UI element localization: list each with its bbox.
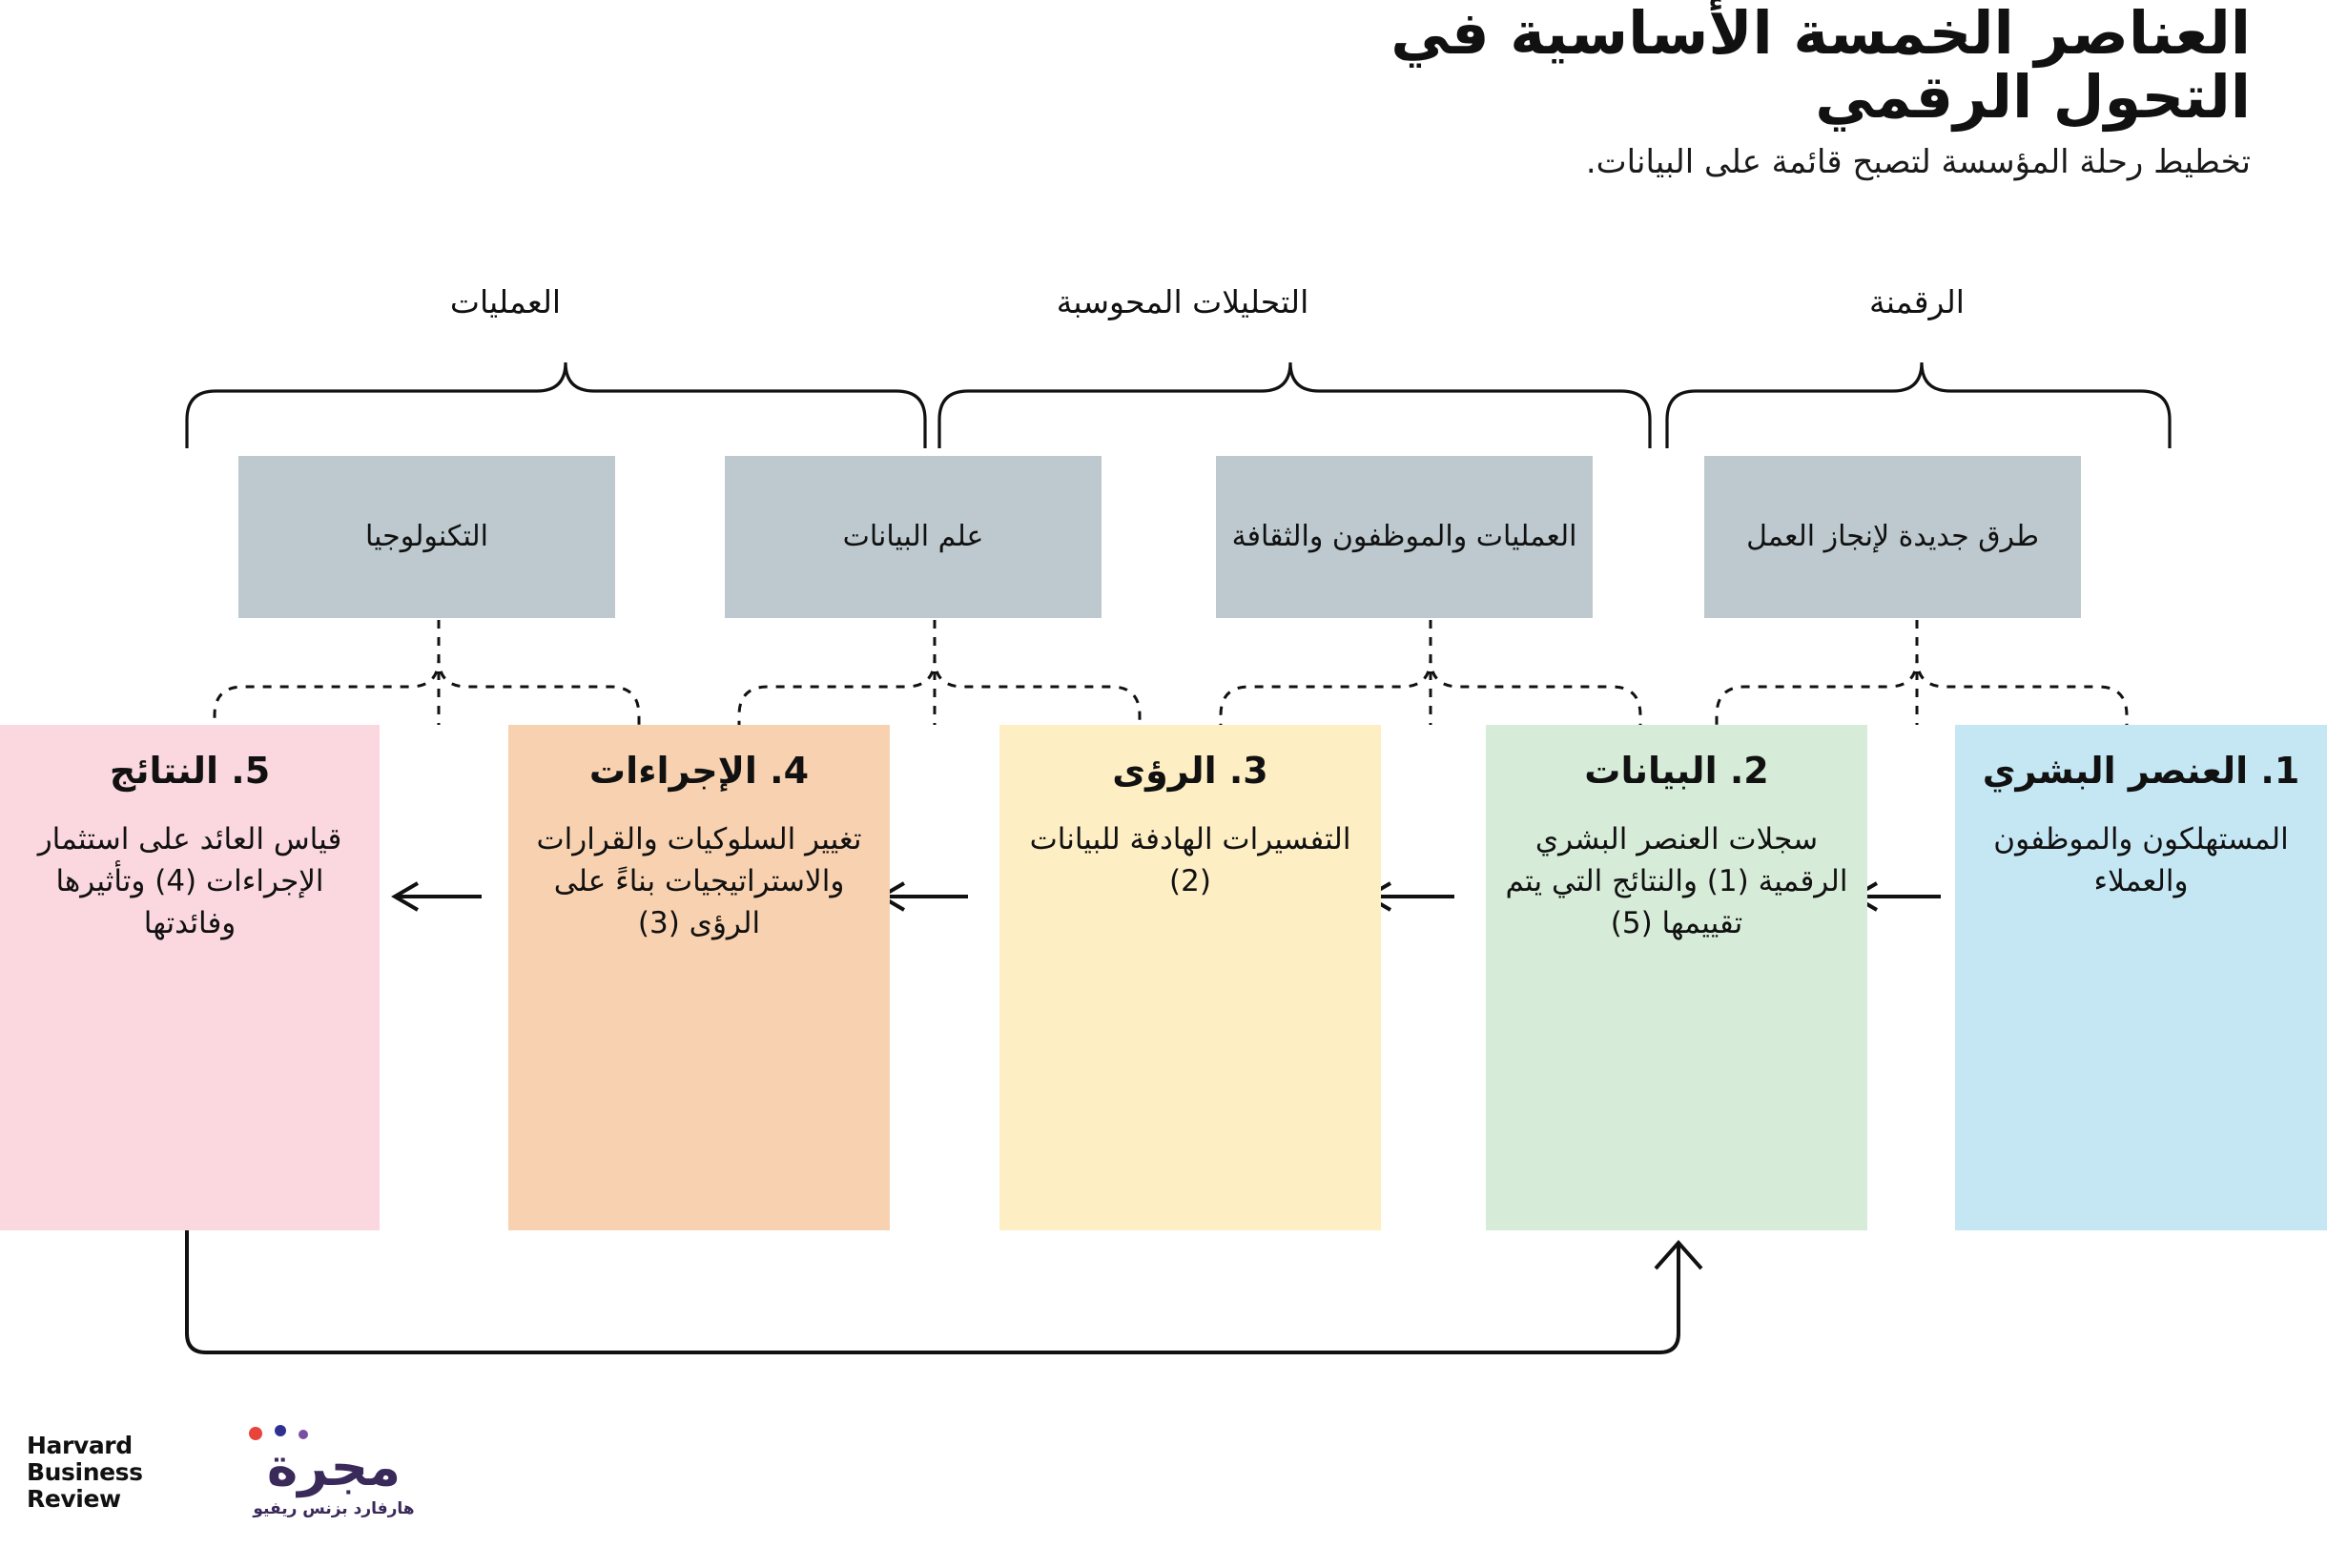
stage-box-results[interactable]: 5. النتائج قياس العائد على استثمار الإجر… — [0, 725, 380, 1230]
dashed-connector-people-right — [933, 620, 1142, 725]
enabler-box-data-science[interactable]: علم البيانات — [725, 456, 1102, 618]
dashed-connector-people-left — [737, 620, 937, 725]
brace-analytics — [937, 361, 1652, 448]
publisher-logo: مجرة هارفارد بزنس ريفيو — [219, 1425, 448, 1518]
header: العناصر الخمسة الأساسية في التحول الرقمي… — [0, 0, 2327, 205]
flow-arrowhead-4-to-5 — [391, 881, 420, 912]
group-label-analytics: التحليلات المحوسبة — [1056, 283, 1309, 320]
stage-title-3: 3. الرؤى — [1112, 750, 1268, 792]
stage-body-4: تغيير السلوكيات والقرارات والاستراتيجيات… — [536, 821, 862, 940]
stage-title-2: 2. البيانات — [1584, 750, 1769, 792]
dashed-connector-ways-left — [213, 620, 441, 725]
stage-title-4: 4. الإجراءات — [588, 750, 810, 792]
hbr-logo-line-2: Business — [27, 1458, 143, 1486]
stage-box-human-element[interactable]: 1. العنصر البشري المستهلكون والموظفون وا… — [1955, 725, 2327, 1230]
stage-box-data[interactable]: 2. البيانات سجلات العنصر البشري الرقمية … — [1486, 725, 1867, 1230]
page-title: العناصر الخمسة الأساسية في التحول الرقمي — [572, 0, 2251, 132]
stage-box-actions[interactable]: 4. الإجراءات تغيير السلوكيات والقرارات و… — [508, 725, 890, 1230]
hbr-logo: Harvard Business Review — [27, 1433, 143, 1513]
page-subtitle: تخطيط رحلة المؤسسة لتصبح قائمة على البيا… — [1585, 143, 2251, 181]
stage-body-5: قياس العائد على استثمار الإجراءات (4) وت… — [37, 821, 342, 940]
dashed-connector-datascience-left — [1219, 620, 1432, 725]
stage-title-1: 1. العنصر البشري — [1982, 750, 2300, 792]
stage-box-insights[interactable]: 3. الرؤى التفسيرات الهادفة للبيانات (2) — [999, 725, 1381, 1230]
feedback-loop-path — [185, 1230, 1680, 1354]
brace-digitization — [1665, 361, 2172, 448]
hbr-logo-line-3: Review — [27, 1485, 121, 1513]
dashed-connector-technology-left — [1715, 620, 1919, 725]
hbr-logo-line-1: Harvard — [27, 1432, 133, 1459]
dashed-connector-ways-right — [437, 620, 641, 725]
stage-title-5: 5. النتائج — [109, 750, 271, 792]
enabler-box-ways-of-working[interactable]: طرق جديدة لإنجاز العمل — [1704, 456, 2081, 618]
feedback-loop-arrowhead — [1654, 1239, 1703, 1270]
publisher-subtitle: هارفارد بزنس ريفيو — [253, 1499, 415, 1518]
dashed-connector-datascience-right — [1429, 620, 1642, 725]
stage-body-3: التفسيرات الهادفة للبيانات (2) — [1029, 821, 1351, 898]
page-title-line-2: التحول الرقمي — [1815, 61, 2251, 132]
stage-body-2: سجلات العنصر البشري الرقمية (1) والنتائج… — [1505, 821, 1848, 940]
group-label-digitization: الرقمنة — [1869, 283, 1965, 320]
brace-operations — [185, 361, 927, 448]
group-label-operations: العمليات — [449, 283, 562, 320]
publisher-wordmark: مجرة — [266, 1436, 402, 1497]
enabler-box-process-people[interactable]: العمليات والموظفون والثقافة — [1216, 456, 1593, 618]
page-title-line-1: العناصر الخمسة الأساسية في — [1390, 0, 2251, 68]
footer: Harvard Business Review مجرة هارفارد بزن… — [0, 1387, 610, 1568]
stage-body-1: المستهلكون والموظفون والعملاء — [1993, 821, 2289, 898]
publisher-logo-dots — [249, 1425, 308, 1440]
dashed-connector-technology-right — [1915, 620, 2129, 725]
enabler-box-technology[interactable]: التكنولوجيا — [238, 456, 615, 618]
